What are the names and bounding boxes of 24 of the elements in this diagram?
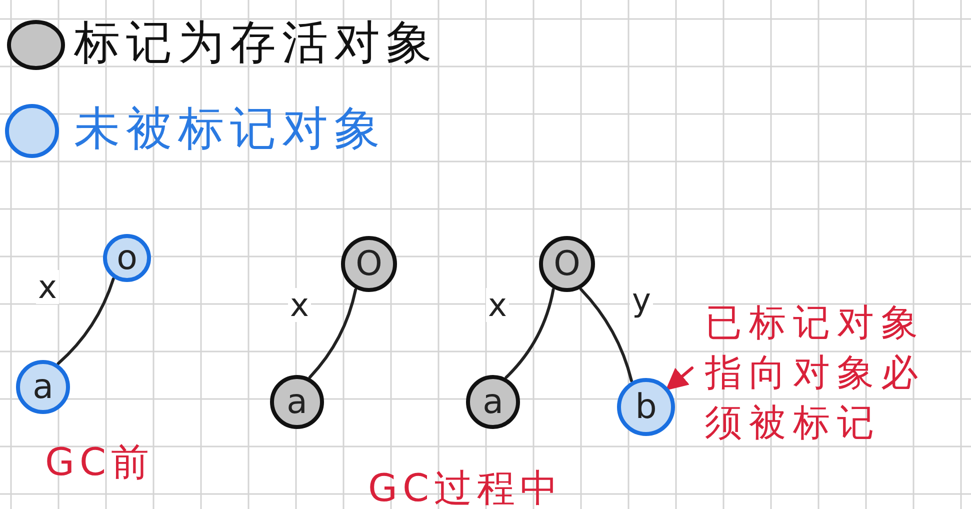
node-circle <box>16 360 70 414</box>
annotation-text: 已标记对象指向对象必须被标记 <box>705 298 967 448</box>
node-label: O <box>554 247 580 281</box>
node-label: a <box>286 385 308 419</box>
edge-label: x <box>288 288 311 322</box>
node-label: O <box>356 247 382 281</box>
caption-text: GC前 <box>45 440 154 484</box>
connector-line <box>56 277 115 366</box>
node-label: o <box>116 241 138 275</box>
node-circle <box>270 375 324 429</box>
connector-line <box>504 288 555 379</box>
node-label: a <box>482 385 504 419</box>
caption-text: GC过程中 <box>368 466 563 509</box>
connector-line <box>308 288 358 379</box>
connector-line <box>580 288 633 382</box>
legend-text: 标记为存活对象 <box>74 14 438 71</box>
edge-label: x <box>486 288 509 322</box>
node-label: b <box>635 390 657 424</box>
node-circle <box>466 375 520 429</box>
node-circle <box>103 234 151 282</box>
legend-text: 未被标记对象 <box>74 100 386 157</box>
node-label: a <box>32 370 54 404</box>
edge-label: x <box>36 270 59 304</box>
arrow <box>666 366 694 390</box>
